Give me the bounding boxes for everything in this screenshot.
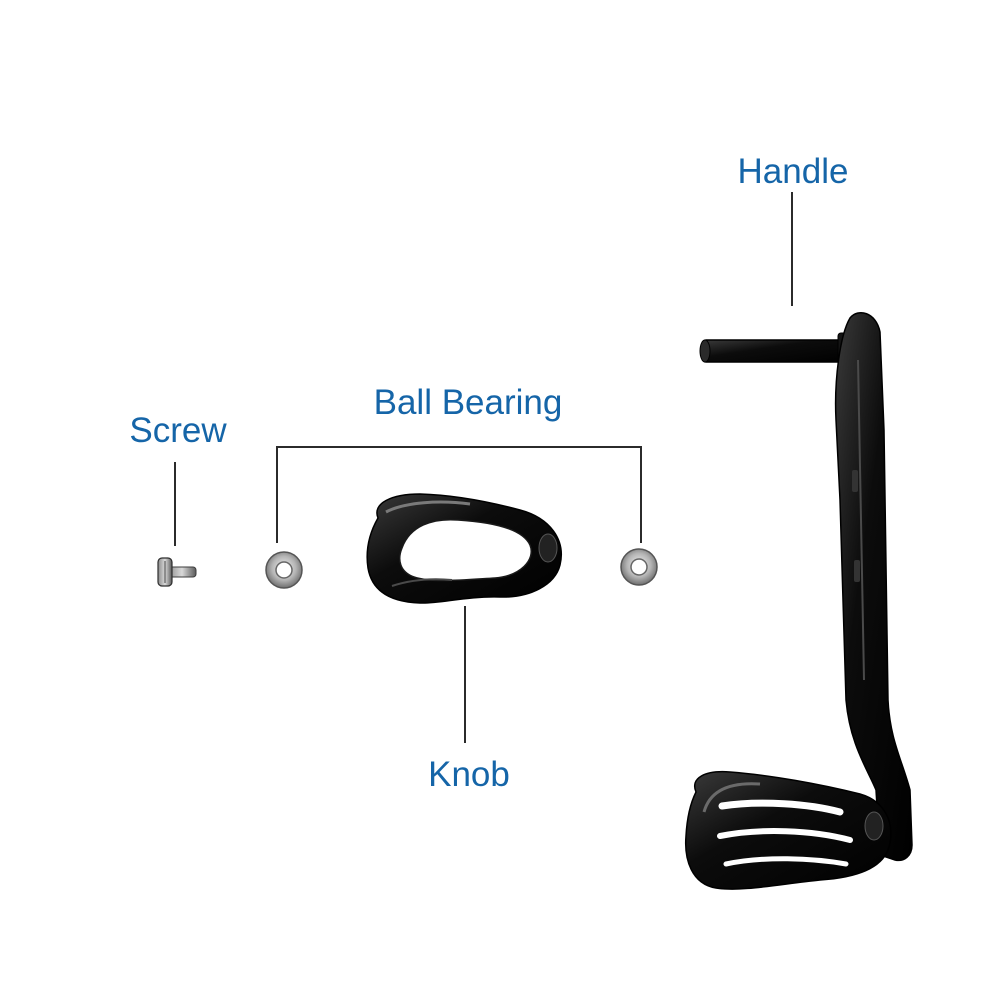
knob-icon <box>366 493 562 604</box>
ball-bearing-bracket <box>276 446 642 543</box>
knob-label: Knob <box>428 755 510 794</box>
ball-bearing-label: Ball Bearing <box>374 383 563 422</box>
ball-bearing-right-icon <box>620 548 658 586</box>
crank-handle-icon <box>684 312 913 890</box>
screw-label: Screw <box>129 411 227 450</box>
screw-icon <box>157 557 197 587</box>
handle-label: Handle <box>738 152 849 191</box>
ball-bearing-left-icon <box>265 551 303 589</box>
